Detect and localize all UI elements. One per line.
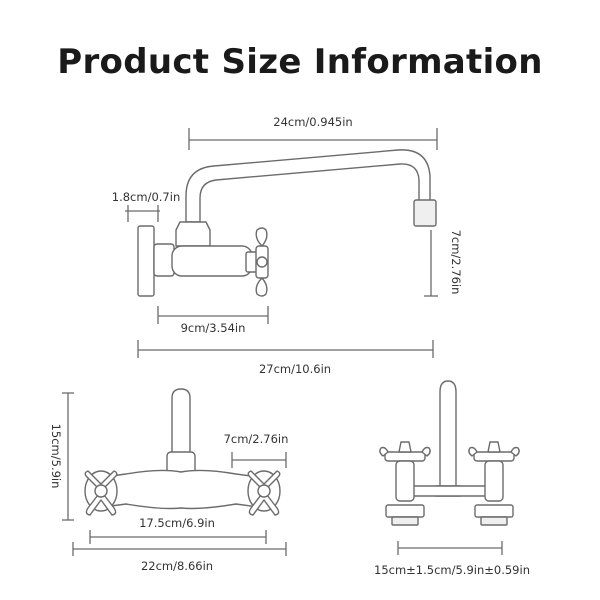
body-length-label: 9cm/3.54in: [181, 321, 246, 335]
side-view: 24cm/0.945in 1.8cm/0.7in: [112, 115, 463, 376]
spout-length-label: 24cm/0.945in: [273, 115, 352, 129]
front-spout-gap-dimension: 7cm/2.76in: [224, 432, 289, 468]
deck-left-handle-icon: [379, 441, 431, 526]
total-length-dimension: 27cm/10.6in: [137, 340, 434, 376]
side-body: [137, 221, 259, 297]
body-length-dimension: 9cm/3.54in: [157, 306, 269, 335]
front-height-label: 15cm/5.9in: [49, 424, 63, 489]
front-center-distance-label: 17.5cm/6.9in: [139, 516, 215, 530]
deck-spout: [433, 380, 463, 497]
spout-length-dimension: 24cm/0.945in: [188, 115, 438, 150]
flange-thickness-dimension: 1.8cm/0.7in: [112, 190, 180, 222]
front-valve-body: [95, 469, 267, 510]
spout-collar: [175, 221, 211, 247]
valve-body: [171, 245, 253, 277]
front-view: 15cm/5.9in 7cm/2.76in: [49, 388, 289, 573]
page-title: Product Size Information: [57, 42, 543, 82]
total-length-label: 27cm/10.6in: [259, 362, 331, 376]
spout-height-dimension: 7cm/2.76in: [424, 230, 463, 297]
front-height-dimension: 15cm/5.9in: [49, 392, 74, 521]
deck-bridge: [409, 485, 495, 497]
flange-thickness-label: 1.8cm/0.7in: [112, 190, 180, 204]
front-total-width-label: 22cm/8.66in: [141, 559, 213, 573]
deck-right-handle-icon: [468, 441, 520, 526]
deck-view: 15cm±1.5cm/5.9in±0.59in: [374, 380, 530, 577]
aerator-icon: [413, 199, 437, 227]
front-spout-gap-label: 7cm/2.76in: [224, 432, 289, 446]
front-center-distance-dimension: 17.5cm/6.9in: [89, 516, 267, 544]
wall-flange: [137, 225, 155, 297]
front-left-handle-icon: [84, 470, 118, 516]
front-right-handle-icon: [247, 470, 281, 516]
deck-center-distance-dimension: 15cm±1.5cm/5.9in±0.59in: [374, 541, 530, 577]
side-cross-handle-icon: [255, 227, 269, 297]
front-total-width-dimension: 22cm/8.66in: [72, 542, 287, 573]
spout-height-label: 7cm/2.76in: [449, 230, 463, 295]
front-spout: [166, 388, 196, 475]
side-spout: [185, 149, 437, 227]
deck-center-distance-label: 15cm±1.5cm/5.9in±0.59in: [374, 563, 530, 577]
